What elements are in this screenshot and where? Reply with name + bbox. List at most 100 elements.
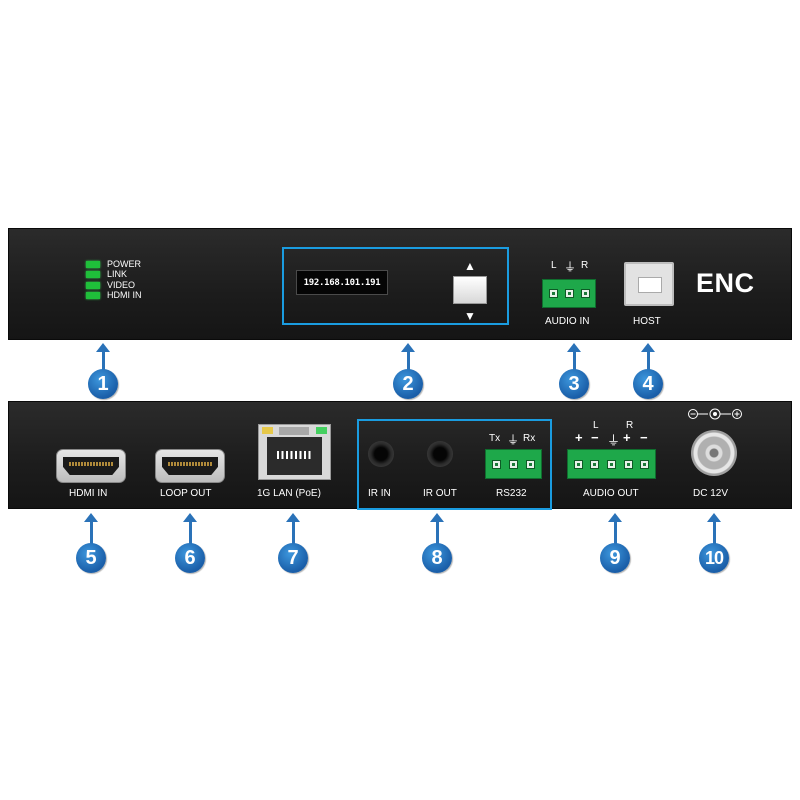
callout-6: 6 <box>174 513 206 575</box>
hdmi-socket <box>162 457 218 475</box>
terminal-screw <box>526 459 535 469</box>
hdmi-pins <box>168 462 212 466</box>
led-row-link: LINK <box>86 270 142 281</box>
callout-number: 3 <box>559 369 589 399</box>
audio-out-terminal[interactable] <box>567 449 656 479</box>
rs232-terminal[interactable] <box>485 449 542 479</box>
arrow-shaft <box>572 351 576 371</box>
callout-4: 4 <box>632 343 664 401</box>
rs232-rx-label: Rx <box>523 433 536 444</box>
dc-polarity-icon <box>688 408 742 420</box>
led-row-hdmi-in: HDMI IN <box>86 291 142 302</box>
arrow-up-icon <box>608 513 622 522</box>
arrow-up-icon <box>183 513 197 522</box>
arrow-up-icon <box>96 343 110 352</box>
arrow-shaft <box>291 521 295 545</box>
ir-in-label: IR IN <box>368 488 391 499</box>
led-row-power: POWER <box>86 259 142 270</box>
audio-out-ground-icon: ⏚ <box>607 433 621 448</box>
ir-out-jack[interactable] <box>427 441 453 467</box>
audio-in-left-label: L <box>551 260 557 271</box>
lan-port[interactable] <box>258 424 331 480</box>
link-led-label: LINK <box>107 269 128 280</box>
arrow-up-icon <box>430 513 444 522</box>
terminal-screw <box>548 289 558 298</box>
usb-host-port[interactable] <box>624 262 674 306</box>
arrow-shaft <box>406 351 410 371</box>
channel-select-button[interactable] <box>453 276 487 304</box>
arrow-shaft <box>101 351 105 371</box>
callout-number: 1 <box>88 369 118 399</box>
callout-7: 7 <box>277 513 309 575</box>
rs232-tx-label: Tx <box>489 433 501 444</box>
rs232-ground-icon: ⏚ <box>507 433 520 447</box>
status-led-group: POWER LINK VIDEO HDMI IN <box>86 259 142 301</box>
arrow-shaft <box>89 521 93 545</box>
terminal-screw <box>509 459 518 469</box>
callout-1: 1 <box>87 343 119 401</box>
callout-number: 7 <box>278 543 308 573</box>
loop-out-label: LOOP OUT <box>160 488 212 499</box>
lan-activity-led <box>262 427 273 434</box>
ir-in-jack[interactable] <box>368 441 394 467</box>
display-highlight-box <box>282 247 509 325</box>
host-label: HOST <box>633 316 661 327</box>
audio-in-terminal[interactable] <box>542 279 596 308</box>
audio-out-left-label: L <box>593 420 599 431</box>
arrow-up-icon <box>401 343 415 352</box>
callout-number: 4 <box>633 369 663 399</box>
callout-number: 10 <box>699 543 729 573</box>
arrow-shaft <box>435 521 439 545</box>
audio-in-label: AUDIO IN <box>545 316 590 327</box>
arrow-up-icon <box>286 513 300 522</box>
led-row-video: VIDEO <box>86 280 142 291</box>
terminal-screw <box>573 459 583 469</box>
callout-3: 3 <box>558 343 590 401</box>
callout-number: 2 <box>393 369 423 399</box>
up-arrow-icon: ▲ <box>464 259 476 273</box>
callout-number: 5 <box>76 543 106 573</box>
dc-label: DC 12V <box>693 488 729 499</box>
terminal-screw <box>564 289 574 298</box>
arrow-up-icon <box>567 343 581 352</box>
lan-link-led <box>316 427 327 434</box>
audio-out-pin-plus-right: + <box>623 430 631 445</box>
lan-latch <box>279 427 309 435</box>
hdmi-in-port[interactable] <box>56 449 126 483</box>
arrow-up-icon <box>641 343 655 352</box>
down-arrow-icon: ▼ <box>464 309 476 323</box>
callout-8: 8 <box>421 513 453 575</box>
lan-label: 1G LAN (PoE) <box>257 488 321 499</box>
terminal-screw <box>640 459 650 469</box>
video-led <box>86 281 100 289</box>
lan-pins <box>277 451 312 459</box>
audio-out-pin-plus-left: + <box>575 430 583 445</box>
control-ports-highlight-box <box>357 419 552 510</box>
hdmi-socket <box>63 457 119 475</box>
callout-number: 6 <box>175 543 205 573</box>
arrow-up-icon <box>707 513 721 522</box>
audio-out-pin-minus-right: − <box>640 430 648 445</box>
arrow-shaft <box>712 521 716 545</box>
ir-out-label: IR OUT <box>423 488 457 499</box>
callout-number: 8 <box>422 543 452 573</box>
audio-out-label: AUDIO OUT <box>583 488 639 499</box>
usb-port-slot <box>638 277 662 293</box>
link-led <box>86 271 100 279</box>
hdmi-in-led <box>86 292 100 300</box>
ip-display: 192.168.101.191 <box>296 270 388 295</box>
callout-5: 5 <box>75 513 107 575</box>
terminal-screw <box>590 459 600 469</box>
audio-in-ground-icon: ⏚ <box>564 260 577 274</box>
hdmi-in-label: HDMI IN <box>69 488 108 499</box>
arrow-shaft <box>613 521 617 545</box>
terminal-screw <box>580 289 590 298</box>
hdmi-pins <box>69 462 113 466</box>
audio-in-right-label: R <box>581 260 589 271</box>
terminal-screw <box>492 459 501 469</box>
callout-2: 2 <box>392 343 424 401</box>
loop-out-port[interactable] <box>155 449 225 483</box>
arrow-shaft <box>646 351 650 371</box>
dc-power-jack[interactable] <box>691 430 737 476</box>
power-led-label: POWER <box>107 258 142 269</box>
